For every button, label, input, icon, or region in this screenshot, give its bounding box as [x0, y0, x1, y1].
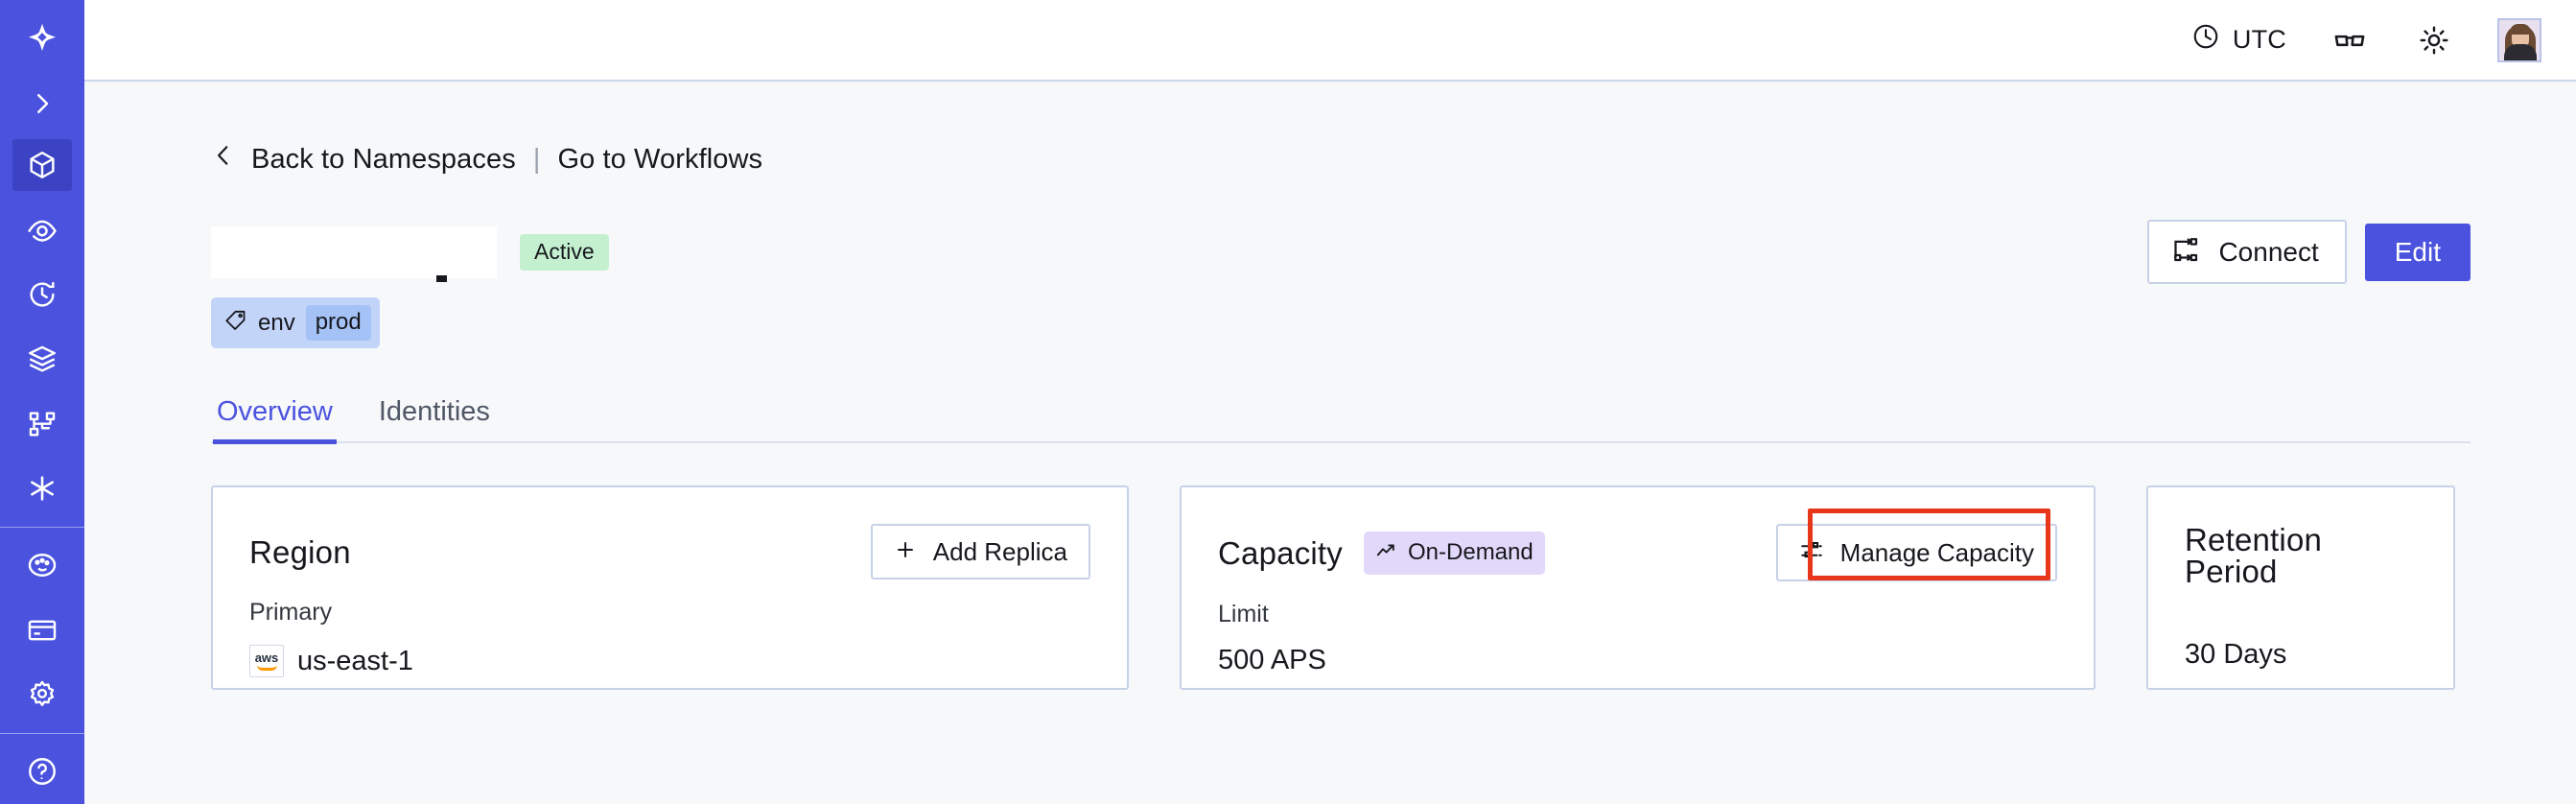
sidebar-item-observability[interactable]	[0, 198, 84, 262]
manage-capacity-button[interactable]: Manage Capacity	[1775, 524, 2057, 581]
region-card-header: Region Add Replica	[249, 524, 1090, 579]
capacity-card-header: Capacity On-Demand	[1218, 524, 2057, 581]
timezone-label: UTC	[2232, 25, 2286, 54]
trending-up-icon	[1375, 539, 1398, 567]
cube-icon	[12, 139, 72, 192]
breadcrumb-separator: |	[532, 143, 541, 175]
top-bar: UTC	[84, 0, 2576, 82]
sidebar-collapse-toggle[interactable]	[0, 74, 84, 132]
help-circle-icon	[12, 745, 72, 797]
tab-bar: Overview Identities	[211, 396, 2471, 444]
gear-icon	[12, 669, 72, 721]
aws-logo: aws	[249, 645, 284, 677]
region-card-action: Add Replica	[870, 524, 1090, 579]
namespace-tag[interactable]: env prod	[211, 297, 380, 348]
sidebar-item-layers[interactable]	[0, 327, 84, 391]
connect-button-label: Connect	[2218, 236, 2319, 267]
sidebar-divider-1	[0, 526, 84, 528]
workflow-icon	[12, 398, 72, 450]
top-bar-actions: UTC	[2191, 17, 2541, 62]
tab-identities[interactable]: Identities	[378, 396, 490, 427]
sidebar-item-namespaces[interactable]	[0, 133, 84, 198]
temporal-logo-icon[interactable]	[0, 0, 84, 74]
edit-button[interactable]: Edit	[2364, 223, 2471, 281]
region-primary-value: us-east-1	[297, 645, 413, 676]
timezone-selector[interactable]: UTC	[2191, 22, 2286, 58]
credit-card-icon	[12, 604, 72, 656]
region-card: Region Add Replica	[211, 485, 1129, 690]
layers-icon	[12, 333, 72, 385]
capacity-card: Capacity On-Demand	[1180, 485, 2096, 690]
palette-icon	[12, 539, 72, 591]
connect-button[interactable]: Connect	[2147, 220, 2347, 284]
capacity-card-title: Capacity	[1218, 534, 1343, 571]
capacity-mode-label: On-Demand	[1408, 539, 1534, 565]
page-content: Back to Namespaces | Go to Workflows Act…	[84, 82, 2576, 804]
breadcrumb: Back to Namespaces | Go to Workflows	[211, 141, 2471, 177]
manage-capacity-label: Manage Capacity	[1839, 538, 2034, 567]
sliders-icon	[1799, 538, 1824, 567]
glasses-icon[interactable]	[2329, 19, 2371, 61]
tab-overview[interactable]: Overview	[213, 398, 337, 444]
chevron-left-icon[interactable]	[211, 141, 236, 177]
sidebar-item-history[interactable]	[0, 262, 84, 326]
status-badge: Active	[520, 233, 609, 271]
plus-icon	[894, 538, 917, 565]
retention-card-header: Retention Period	[2185, 524, 2417, 587]
sidebar-item-workflows[interactable]	[0, 391, 84, 456]
sidebar-item-integrations[interactable]	[0, 456, 84, 520]
sun-icon[interactable]	[2413, 19, 2455, 61]
sidebar-item-appearance[interactable]	[0, 533, 84, 598]
avatar[interactable]	[2497, 17, 2541, 62]
retention-card: Retention Period 30 Days	[2146, 485, 2455, 690]
capacity-card-action: Manage Capacity	[1775, 524, 2057, 581]
capacity-limit-value: 500 APS	[1218, 645, 1326, 675]
breadcrumb-workflows-link[interactable]: Go to Workflows	[557, 143, 763, 175]
connect-network-icon	[2171, 235, 2200, 269]
add-replica-button[interactable]: Add Replica	[870, 524, 1090, 579]
capacity-limit-label: Limit	[1218, 601, 1269, 627]
history-icon	[12, 269, 72, 320]
eye-radar-icon	[12, 204, 72, 256]
sidebar-item-help[interactable]	[0, 740, 84, 804]
tag-key: env	[258, 309, 295, 336]
retention-card-title: Retention Period	[2185, 522, 2323, 589]
tag-list: env prod	[211, 297, 2471, 348]
overview-cards: Region Add Replica	[211, 485, 2471, 690]
sidebar-item-settings[interactable]	[0, 662, 84, 726]
primary-sidebar	[0, 0, 84, 804]
region-primary-value-row: aws us-east-1	[249, 645, 1090, 677]
tag-icon	[224, 309, 247, 337]
sidebar-divider-2	[0, 732, 84, 734]
add-replica-label: Add Replica	[932, 537, 1067, 566]
main-region: UTC	[84, 0, 2576, 804]
namespace-header-row: Active	[211, 220, 2471, 284]
clock-icon	[2191, 22, 2220, 58]
region-primary-label: Primary	[249, 599, 333, 626]
retention-value: 30 Days	[2185, 639, 2287, 670]
breadcrumb-back-link[interactable]: Back to Namespaces	[251, 143, 516, 175]
sidebar-item-billing[interactable]	[0, 598, 84, 662]
region-card-title: Region	[249, 533, 351, 570]
header-actions: Connect Edit	[2147, 220, 2471, 284]
tag-value: prod	[305, 305, 371, 341]
asterisk-icon	[12, 462, 72, 514]
capacity-mode-badge: On-Demand	[1364, 531, 1545, 575]
page-title	[211, 225, 497, 282]
